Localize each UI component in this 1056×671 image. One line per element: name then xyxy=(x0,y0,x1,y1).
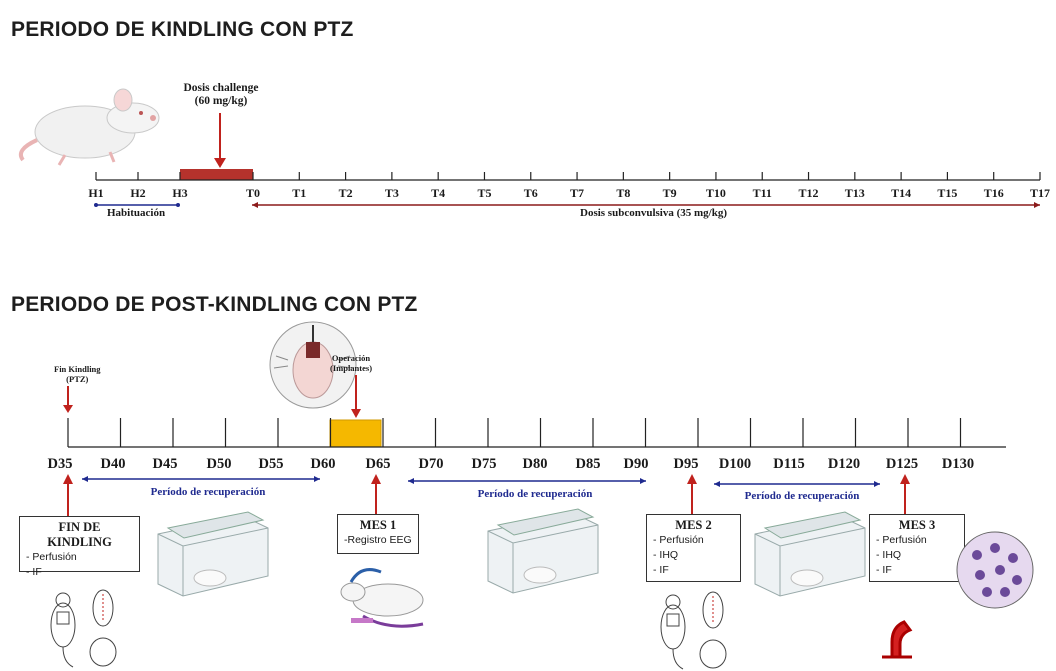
test-tick-label: T11 xyxy=(752,186,772,200)
eeg-rat-icon xyxy=(340,568,424,628)
mes1-box: MES 1 -Registro EEG xyxy=(337,514,419,554)
habituation-tick-label: H1 xyxy=(88,186,104,200)
challenge-dose-bar xyxy=(180,169,253,180)
day-tick-label: D70 xyxy=(418,456,444,472)
day-tick-label: D120 xyxy=(827,456,861,472)
day-tick-label: D130 xyxy=(941,456,975,472)
test-tick-label: T0 xyxy=(245,186,261,200)
day-tick-label: D75 xyxy=(471,456,497,472)
day-tick-label: D85 xyxy=(575,456,601,472)
operation-bar xyxy=(329,419,382,448)
test-tick-label: T6 xyxy=(523,186,538,200)
habituation-tick-label: H2 xyxy=(130,186,146,200)
test-tick-label: T8 xyxy=(616,186,631,200)
test-tick-label: T2 xyxy=(338,186,353,200)
day-tick-label: D115 xyxy=(773,456,805,472)
day-tick-label: D50 xyxy=(206,456,232,472)
mes3-box: MES 3 - Perfusión - IHQ - IF xyxy=(869,514,965,582)
test-tick-label: T16 xyxy=(983,186,1004,200)
perfusion-diagram-icon xyxy=(660,591,727,670)
tissue-circle-icon xyxy=(956,531,1034,609)
cage-icon xyxy=(754,511,866,597)
test-tick-label: T17 xyxy=(1029,186,1051,200)
day-tick-label: D90 xyxy=(623,456,649,472)
day-tick-label: D80 xyxy=(522,456,548,472)
test-tick-label: T10 xyxy=(705,186,726,200)
day-tick-label: D95 xyxy=(673,456,699,472)
recovery-label-1: Período de recuperación xyxy=(150,486,266,498)
test-tick-label: T4 xyxy=(431,186,446,200)
day-tick-label: D45 xyxy=(152,456,178,472)
test-tick-label: T1 xyxy=(292,186,307,200)
cage-icon xyxy=(487,508,599,594)
recovery-label-3: Período de recuperación xyxy=(744,490,860,502)
challenge-dose-label: Dosis challenge (60 mg/kg) xyxy=(183,82,259,107)
day-tick-label: D35 xyxy=(47,456,73,472)
test-tick-label: T13 xyxy=(844,186,865,200)
test-tick-label: T15 xyxy=(937,186,958,200)
habituation-tick-label: H3 xyxy=(172,186,188,200)
test-tick-label: T9 xyxy=(662,186,677,200)
mes2-box: MES 2 - Perfusión - IHQ - IF xyxy=(646,514,741,582)
post-kindling-section-title: PERIODO DE POST-KINDLING CON PTZ xyxy=(11,293,418,316)
test-tick-label: T3 xyxy=(384,186,399,200)
rat-head-surgery-icon xyxy=(269,321,357,409)
subconvulsive-label: Dosis subconvulsiva (35 mg/kg) xyxy=(580,207,728,219)
fin-kindling-label: Fin Kindling (PTZ) xyxy=(54,364,101,384)
day-tick-label: D40 xyxy=(100,456,126,472)
test-tick-label: T7 xyxy=(570,186,585,200)
kindling-section-title: PERIODO DE KINDLING CON PTZ xyxy=(11,18,354,41)
day-tick-label: D60 xyxy=(310,456,336,472)
microscope-icon xyxy=(882,620,913,659)
day-tick-label: D55 xyxy=(258,456,284,472)
operation-label: Operación (Implantes) xyxy=(330,353,373,373)
test-tick-label: T14 xyxy=(891,186,912,200)
test-tick-label: T5 xyxy=(477,186,492,200)
day-tick-label: D125 xyxy=(885,456,919,472)
day-tick-label: D65 xyxy=(365,456,391,472)
fin-kindling-box: FIN DE KINDLING - Perfusión - IF xyxy=(19,516,140,578)
cage-icon xyxy=(157,511,269,597)
day-tick-label: D100 xyxy=(718,456,752,472)
recovery-label-2: Período de recuperación xyxy=(477,488,593,500)
perfusion-diagram-icon xyxy=(50,589,117,668)
habituation-label: Habituación xyxy=(107,207,166,219)
rat-icon xyxy=(18,88,160,166)
test-tick-label: T12 xyxy=(798,186,819,200)
